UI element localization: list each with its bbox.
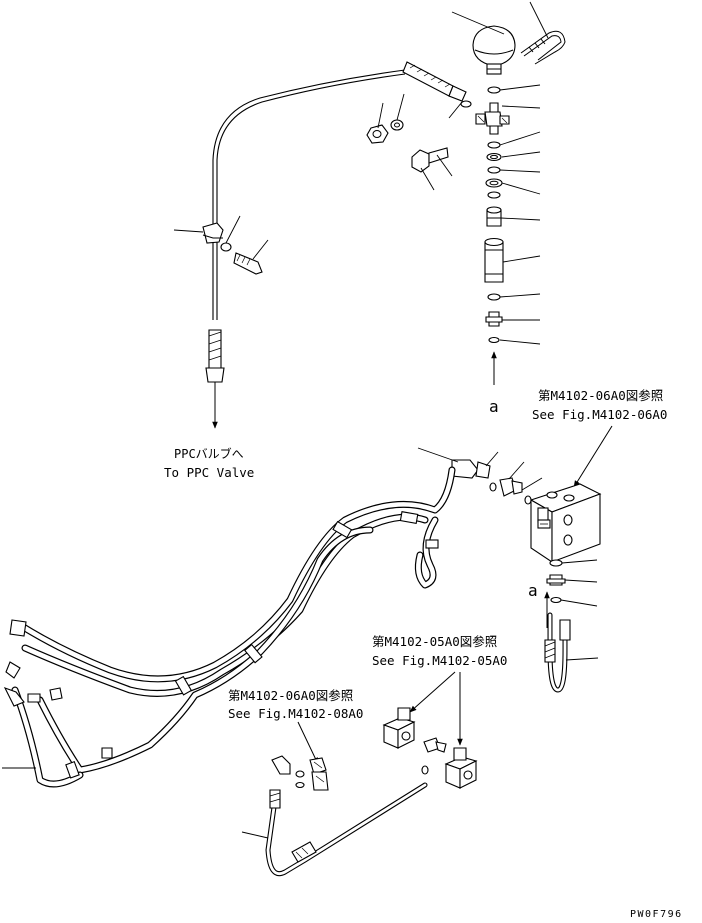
ppc-hose-end [205,329,225,383]
ref1-label-en: See Fig.M4102-06A0 [532,407,667,422]
ref2-label-jp: 第M4102-05A0図参照 [372,634,497,649]
o-rings-stack [485,86,503,199]
elbow-lower-mid [421,737,447,775]
leader-lines-upper-left [377,93,463,191]
u-bolt [520,30,566,65]
accumulator [472,25,516,75]
filter-housing [484,237,504,283]
ppc-label-jp: PPCバルブへ [174,446,244,461]
hose-bundle [11,466,456,788]
ref-a-upper: a [489,397,499,416]
ppc-label-en: To PPC Valve [164,465,254,480]
lower-valve-block-right [444,747,478,789]
tube-to-ppc [212,69,406,320]
ref1-label-jp: 第M4102-06A0図参照 [538,388,663,403]
nut-washer [366,119,404,144]
elbow-adapter-chain [417,447,543,505]
lower-left-fittings [271,755,329,791]
right-hose [544,612,599,693]
hose-clamps [65,511,439,779]
ref-a-lower: a [528,581,538,600]
clamp-clip [173,215,269,275]
hose-ends-left [2,619,113,769]
tee-fitting [475,102,510,135]
ref3-label-jp: 第M4102-06A0図参照 [228,688,353,703]
nipple-fitting [485,293,503,344]
bolt-upper [411,147,449,173]
oring-small-top [460,100,472,108]
drawing-code: PW0F796 [630,909,683,920]
leader-lines-upper [451,1,549,345]
ref3-label-en: See Fig.M4102-08A0 [228,706,363,721]
hose-end-top [402,61,467,102]
adapter-upper [486,206,502,227]
lower-hose [241,782,428,877]
valve-block [529,483,602,564]
valve-block-fittings [546,559,598,607]
ref2-label-en: See Fig.M4102-05A0 [372,653,507,668]
lower-valve-block-left [382,707,416,749]
